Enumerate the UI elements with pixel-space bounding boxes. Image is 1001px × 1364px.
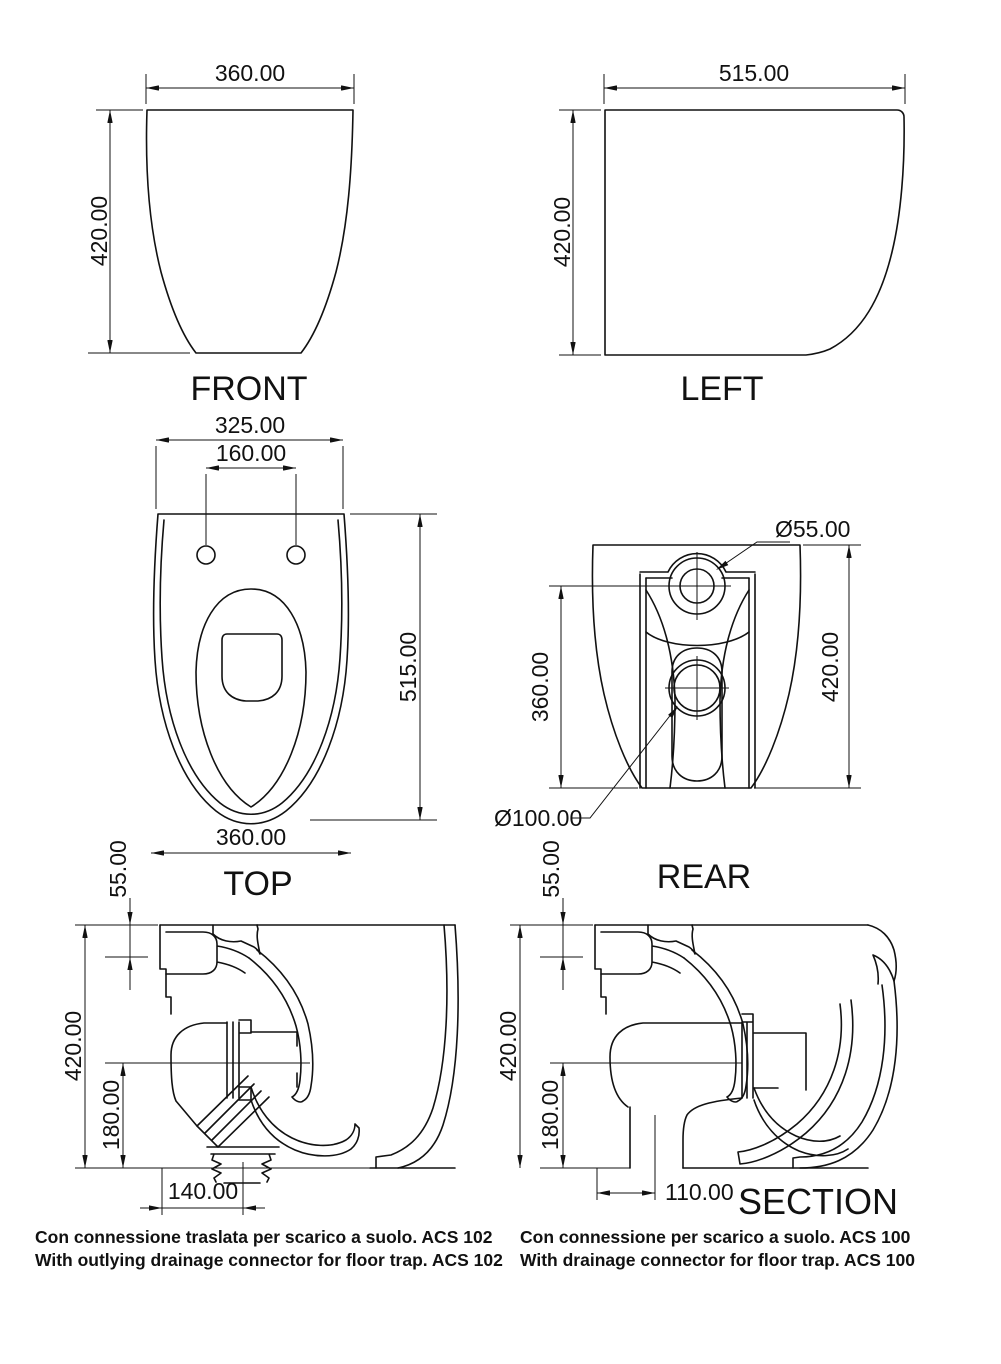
seca-rim-spray-hook (212, 924, 261, 955)
top-width-dim-text: 360.00 (216, 824, 286, 850)
left-height-extension-lines (559, 109, 601, 356)
secb-trap-height-dim-text: 180.00 (537, 1080, 563, 1150)
secb-horizontal-spigot (753, 1032, 807, 1091)
rear-inlet-leader-line (718, 541, 790, 569)
secb-caption-italian: Con connessione per scarico a suolo. ACS… (520, 1227, 911, 1247)
secb-rim-flush-chamber (600, 931, 685, 975)
secb-offset-dim-text: 110.00 (665, 1179, 734, 1205)
view-section-floor-outlet: 420.00 180.00 55.00 110.00 SECTION Con c… (495, 840, 915, 1270)
seca-rim-dim-line (105, 898, 148, 990)
left-height-dim-text: 420.00 (549, 197, 575, 267)
rear-view-label: REAR (657, 858, 751, 896)
seca-horizontal-spigot (250, 1031, 298, 1088)
seca-trap-dome (170, 1022, 228, 1127)
front-height-extension-lines (88, 109, 190, 354)
secb-height-dim-text: 420.00 (495, 1011, 521, 1081)
secb-bowl-inner-wall (737, 999, 854, 1165)
top-hole-spacing-dim-text: 160.00 (216, 440, 286, 466)
rear-inlet-diameter-text: Ø55.00 (775, 516, 850, 542)
secb-rim-dim-arrow-top (560, 912, 566, 925)
seca-offset-arrow-right (243, 1205, 256, 1211)
top-flush-opening (221, 633, 283, 702)
rear-outlet-crosshair (665, 656, 729, 720)
secb-view-label: SECTION (738, 1181, 898, 1222)
rear-outlet-leader-line (572, 707, 677, 819)
seca-height-dim-text: 420.00 (60, 1011, 86, 1081)
seca-outlet-flange (226, 1019, 252, 1101)
top-bowl-outline (195, 588, 307, 808)
secb-rim-dim-arrow-bottom (560, 957, 566, 970)
seca-caption-italian: Con connessione traslata per scarico a s… (35, 1227, 493, 1247)
seca-caption-english: With outlying drainage connector for flo… (35, 1250, 503, 1270)
top-view-label: TOP (223, 865, 292, 903)
rear-body-outline (591, 544, 802, 789)
left-body-outline (604, 109, 905, 356)
rear-inlet-height-extension-lines (549, 585, 668, 789)
top-seat-hole-right (286, 545, 306, 565)
front-body-outline (145, 109, 354, 354)
seca-left-wall-steps (159, 924, 172, 1015)
seca-rim-dim-text: 55.00 (105, 840, 131, 898)
seca-offset-arrow-left (149, 1205, 162, 1211)
rear-outlet-diameter-text: Ø100.00 (494, 805, 582, 831)
top-rear-width-dim-text: 325.00 (215, 412, 285, 438)
seca-offset-dim-text: 140.00 (168, 1178, 238, 1204)
top-rear-width-extension-lines (155, 446, 344, 509)
secb-straight-drain-pipe (629, 1097, 743, 1169)
secb-rim-dim-text: 55.00 (538, 840, 564, 898)
left-view-label: LEFT (680, 370, 763, 408)
seca-front-wall (375, 924, 459, 1169)
secb-bowl-wall-curves (683, 949, 749, 1103)
secb-left-wall-steps (594, 924, 607, 1015)
secb-under-bowl-sweep (753, 1087, 849, 1157)
front-height-dim-text: 420.00 (86, 196, 112, 266)
secb-offset-extension-lines (596, 1115, 656, 1200)
seca-trap-height-dim-text: 180.00 (98, 1080, 124, 1150)
view-front: 360.00 420.00 FRONT (86, 60, 355, 408)
top-seat-hole-left (196, 545, 216, 565)
front-view-label: FRONT (190, 370, 307, 408)
top-hole-spacing-extension-lines (205, 474, 297, 545)
seca-bowl-wall-curves (248, 949, 314, 1103)
rear-inlet-leader-arrow (716, 560, 729, 570)
view-section-offset-outlet: 420.00 180.00 55.00 140.00 Con connessio… (35, 840, 503, 1270)
top-body-outline (152, 513, 350, 825)
seca-rim-dim-arrow-bottom (127, 957, 133, 970)
view-rear: 360.00 420.00 Ø55.00 Ø100.00 REAR (494, 516, 861, 896)
rear-height-dim-text: 420.00 (817, 632, 843, 702)
secb-caption-english: With drainage connector for floor trap. … (520, 1250, 915, 1270)
seca-under-bowl-sweep (250, 1086, 360, 1157)
top-seat-rim-inner-line (159, 519, 343, 815)
view-top: 325.00 160.00 515.00 360.00 TOP (151, 412, 437, 903)
secb-rim-claw (867, 924, 898, 985)
top-length-dim-text: 515.00 (395, 632, 421, 702)
seca-rim-dim-arrow-top (127, 912, 133, 925)
secb-trap-dome (609, 1022, 743, 1108)
secb-outlet-flange (741, 1013, 754, 1099)
secb-rim-dim-line (540, 898, 583, 990)
seca-threaded-outlet (206, 1146, 280, 1184)
view-left: 515.00 420.00 LEFT (549, 60, 906, 408)
rear-panel-top-edge (639, 552, 756, 579)
rear-mounting-panel-edges (639, 573, 756, 789)
rear-inlet-height-dim-text: 360.00 (527, 652, 553, 722)
seca-diagonal-connector (196, 1075, 270, 1148)
rear-outlet-leader-arrow (668, 706, 678, 718)
left-depth-dim-text: 515.00 (719, 60, 789, 86)
rear-bowl-underside-arc (645, 631, 750, 647)
secb-rim-spray-hook (647, 924, 696, 955)
seca-rim-flush-chamber (165, 931, 250, 975)
rear-trapway-outline (671, 647, 723, 782)
front-width-dim-text: 360.00 (215, 60, 285, 86)
rear-inlet-crosshair (663, 552, 731, 620)
